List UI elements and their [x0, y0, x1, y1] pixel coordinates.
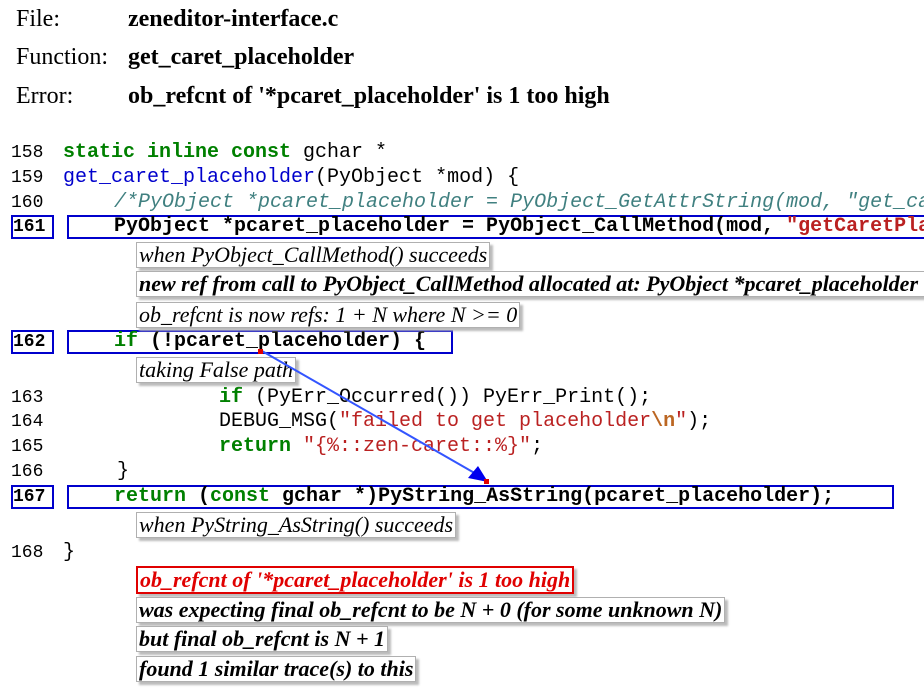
code-text: ; — [531, 435, 544, 458]
line-number-167: 167 — [13, 487, 46, 507]
line-number-168: 168 — [11, 543, 44, 563]
code-line-164: DEBUG_MSG("failed to get placeholder\n")… — [219, 410, 711, 434]
line-number-160: 160 — [11, 193, 44, 213]
code-text: (!pcaret_placeholder) { — [138, 330, 427, 353]
code-text: PyObject *pcaret_placeholder = PyObject_… — [114, 215, 787, 238]
error-message: ob_refcnt of '*pcaret_placeholder' is 1 … — [136, 566, 575, 594]
comment: /*PyObject *pcaret_placeholder = PyObjec… — [114, 191, 924, 214]
code-text: gchar *)PyString_AsString(pcaret_placeho… — [270, 485, 835, 508]
flow-arrow-head — [468, 466, 488, 482]
line-number-box-161: 161 — [11, 215, 54, 239]
highlight-line-167 — [67, 485, 894, 509]
error-detail-similar-traces: found 1 similar trace(s) to this — [136, 656, 417, 682]
string-literal: "{%::zen-caret::%}" — [291, 435, 532, 458]
line-number-158: 158 — [11, 143, 44, 163]
code-line-163: if (PyErr_Occurred()) PyErr_Print(); — [219, 386, 651, 410]
escape-sequence: \n — [651, 410, 676, 433]
line-number-box-167: 167 — [11, 485, 54, 509]
code-text: gchar * — [291, 141, 388, 164]
string-literal: " — [675, 410, 688, 433]
code-text: (PyObject *mod) { — [315, 166, 520, 189]
code-line-168: } — [63, 541, 75, 565]
error-label: Error: — [16, 83, 74, 109]
string-literal: "getCaretPlaceholder" — [786, 215, 924, 238]
code-line-165: return "{%::zen-caret::%}"; — [219, 435, 543, 459]
code-text: } — [63, 541, 76, 564]
line-number-161: 161 — [13, 217, 46, 237]
trace-note-refcount: ob_refcnt is now refs: 1 + N where N >= … — [136, 302, 521, 328]
function-label: Function: — [16, 44, 109, 70]
code-line-160: /*PyObject *pcaret_placeholder = PyObjec… — [114, 191, 924, 215]
function-identifier: get_caret_placeholder — [63, 166, 316, 189]
code-text: ( — [186, 485, 211, 508]
keyword: if — [219, 386, 244, 409]
keyword: if — [114, 330, 139, 353]
code-text: } — [117, 460, 130, 483]
line-number-166: 166 — [11, 462, 44, 482]
keyword: static inline const — [63, 141, 292, 164]
file-label: File: — [16, 6, 61, 32]
keyword: return — [114, 485, 187, 508]
error-summary: ob_refcnt of '*pcaret_placeholder' is 1 … — [128, 83, 610, 109]
code-text: DEBUG_MSG( — [219, 410, 340, 433]
file-name: zeneditor-interface.c — [128, 6, 339, 32]
flow-end-marker — [484, 479, 489, 484]
error-detail-expected: was expecting final ob_refcnt to be N + … — [136, 597, 726, 623]
highlight-line-161 — [67, 215, 924, 239]
trace-note-call-succeeds: when PyObject_CallMethod() succeeds — [136, 242, 491, 268]
code-line-167: return (const gchar *)PyString_AsString(… — [114, 485, 834, 509]
line-number-163: 163 — [11, 388, 44, 408]
line-number-165: 165 — [11, 437, 44, 457]
trace-note-asstring-succeeds: when PyString_AsString() succeeds — [136, 512, 457, 538]
keyword: const — [210, 485, 271, 508]
trace-note-new-ref: new ref from call to PyObject_CallMethod… — [136, 271, 924, 297]
function-name: get_caret_placeholder — [128, 44, 355, 70]
line-number-159: 159 — [11, 168, 44, 188]
string-literal: "failed to get placeholder — [339, 410, 652, 433]
line-number-162: 162 — [13, 332, 46, 352]
code-line-161: PyObject *pcaret_placeholder = PyObject_… — [114, 215, 924, 239]
line-number-box-162: 162 — [11, 330, 54, 354]
code-text: ); — [687, 410, 712, 433]
keyword: return — [219, 435, 292, 458]
error-detail-actual: but final ob_refcnt is N + 1 — [136, 626, 388, 652]
code-line-166: } — [117, 460, 129, 484]
line-number-164: 164 — [11, 412, 44, 432]
code-line-158: static inline const gchar * — [63, 141, 387, 165]
code-text: (PyErr_Occurred()) PyErr_Print(); — [243, 386, 652, 409]
trace-note-false-path: taking False path — [136, 357, 296, 383]
code-line-159: get_caret_placeholder(PyObject *mod) { — [63, 166, 519, 190]
code-line-162: if (!pcaret_placeholder) { — [114, 330, 426, 354]
